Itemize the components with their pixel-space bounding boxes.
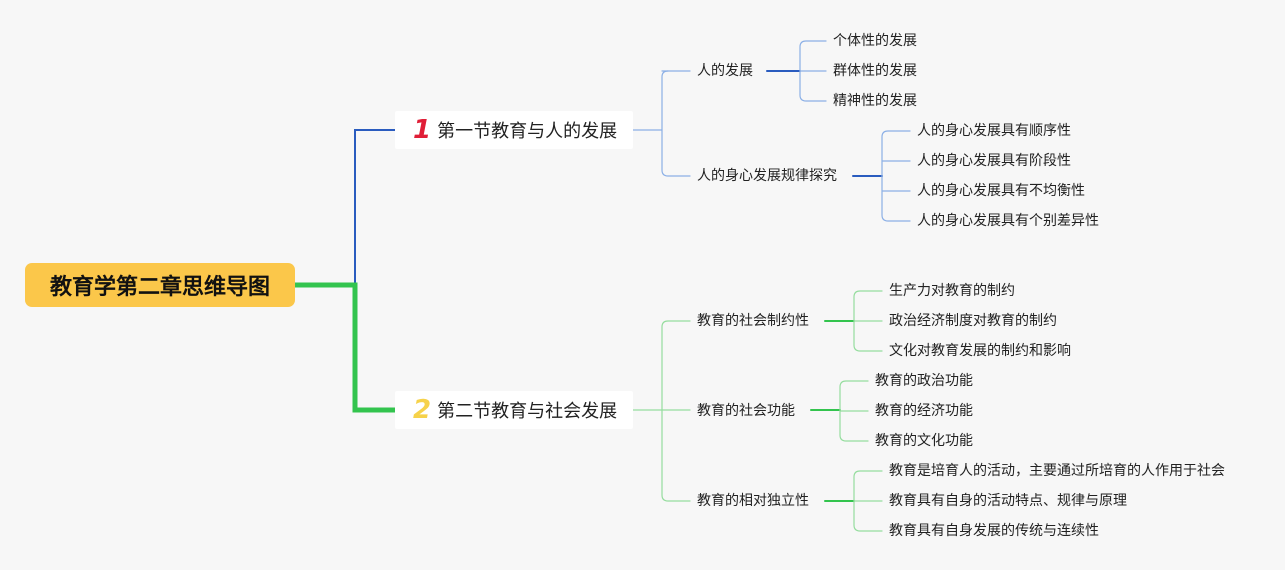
section-label-2: 第二节教育与社会发展 bbox=[437, 401, 618, 422]
leaf-economic-function[interactable]: 教育的经济功能 bbox=[875, 403, 973, 419]
topic-social-constraints[interactable]: 教育的社会制约性 bbox=[697, 313, 809, 329]
connector-topic11-leaves bbox=[799, 40, 827, 102]
connector-topic12-leaves bbox=[881, 130, 911, 222]
leaf-spiritual-development[interactable]: 精神性的发展 bbox=[833, 93, 917, 109]
connector-section1-fork bbox=[661, 70, 691, 177]
leaf-own-characteristics[interactable]: 教育具有自身的活动特点、规律与原理 bbox=[889, 493, 1127, 509]
root-label: 教育学第二章思维导图 bbox=[49, 275, 270, 300]
connector-topic22-leaves bbox=[839, 380, 869, 442]
connector-topic23-leaves bbox=[853, 470, 883, 532]
leaf-cultural-function[interactable]: 教育的文化功能 bbox=[875, 433, 973, 449]
section-number-2: 2 bbox=[413, 395, 432, 425]
leaf-stages[interactable]: 人的身心发展具有阶段性 bbox=[917, 153, 1071, 169]
leaf-tradition-continuity[interactable]: 教育具有自身发展的传统与连续性 bbox=[889, 523, 1099, 539]
leaf-group-development[interactable]: 群体性的发展 bbox=[833, 63, 917, 79]
section-node-2[interactable]: 2 第二节教育与社会发展 bbox=[395, 391, 633, 429]
topic-human-development[interactable]: 人的发展 bbox=[697, 63, 753, 79]
leaf-cultural-constraint[interactable]: 文化对教育发展的制约和影响 bbox=[889, 343, 1071, 359]
connector-topic21-leaves bbox=[853, 290, 883, 352]
connector-root-section-1 bbox=[294, 129, 396, 285]
topic-social-functions[interactable]: 教育的社会功能 bbox=[697, 403, 795, 419]
topic-development-laws[interactable]: 人的身心发展规律探究 bbox=[697, 168, 837, 184]
leaf-political-function[interactable]: 教育的政治功能 bbox=[875, 373, 973, 389]
leaf-cultivating-people[interactable]: 教育是培育人的活动，主要通过所培育的人作用于社会 bbox=[889, 463, 1225, 479]
leaf-political-economic-constraint[interactable]: 政治经济制度对教育的制约 bbox=[889, 313, 1057, 329]
leaf-imbalance[interactable]: 人的身心发展具有不均衡性 bbox=[917, 183, 1085, 199]
section-label-1: 第一节教育与人的发展 bbox=[437, 121, 618, 142]
section-number-1: 1 bbox=[413, 115, 432, 145]
connector-section2-fork bbox=[661, 320, 691, 502]
leaf-individual-development[interactable]: 个体性的发展 bbox=[833, 33, 917, 49]
leaf-productivity-constraint[interactable]: 生产力对教育的制约 bbox=[889, 283, 1015, 299]
section-node-1[interactable]: 1 第一节教育与人的发展 bbox=[395, 111, 633, 149]
root-node[interactable]: 教育学第二章思维导图 bbox=[25, 263, 295, 307]
connector-root-section-2 bbox=[292, 282, 398, 413]
topic-relative-independence[interactable]: 教育的相对独立性 bbox=[697, 493, 809, 509]
leaf-sequence[interactable]: 人的身心发展具有顺序性 bbox=[917, 123, 1071, 139]
leaf-individual-differences[interactable]: 人的身心发展具有个别差异性 bbox=[917, 213, 1099, 229]
